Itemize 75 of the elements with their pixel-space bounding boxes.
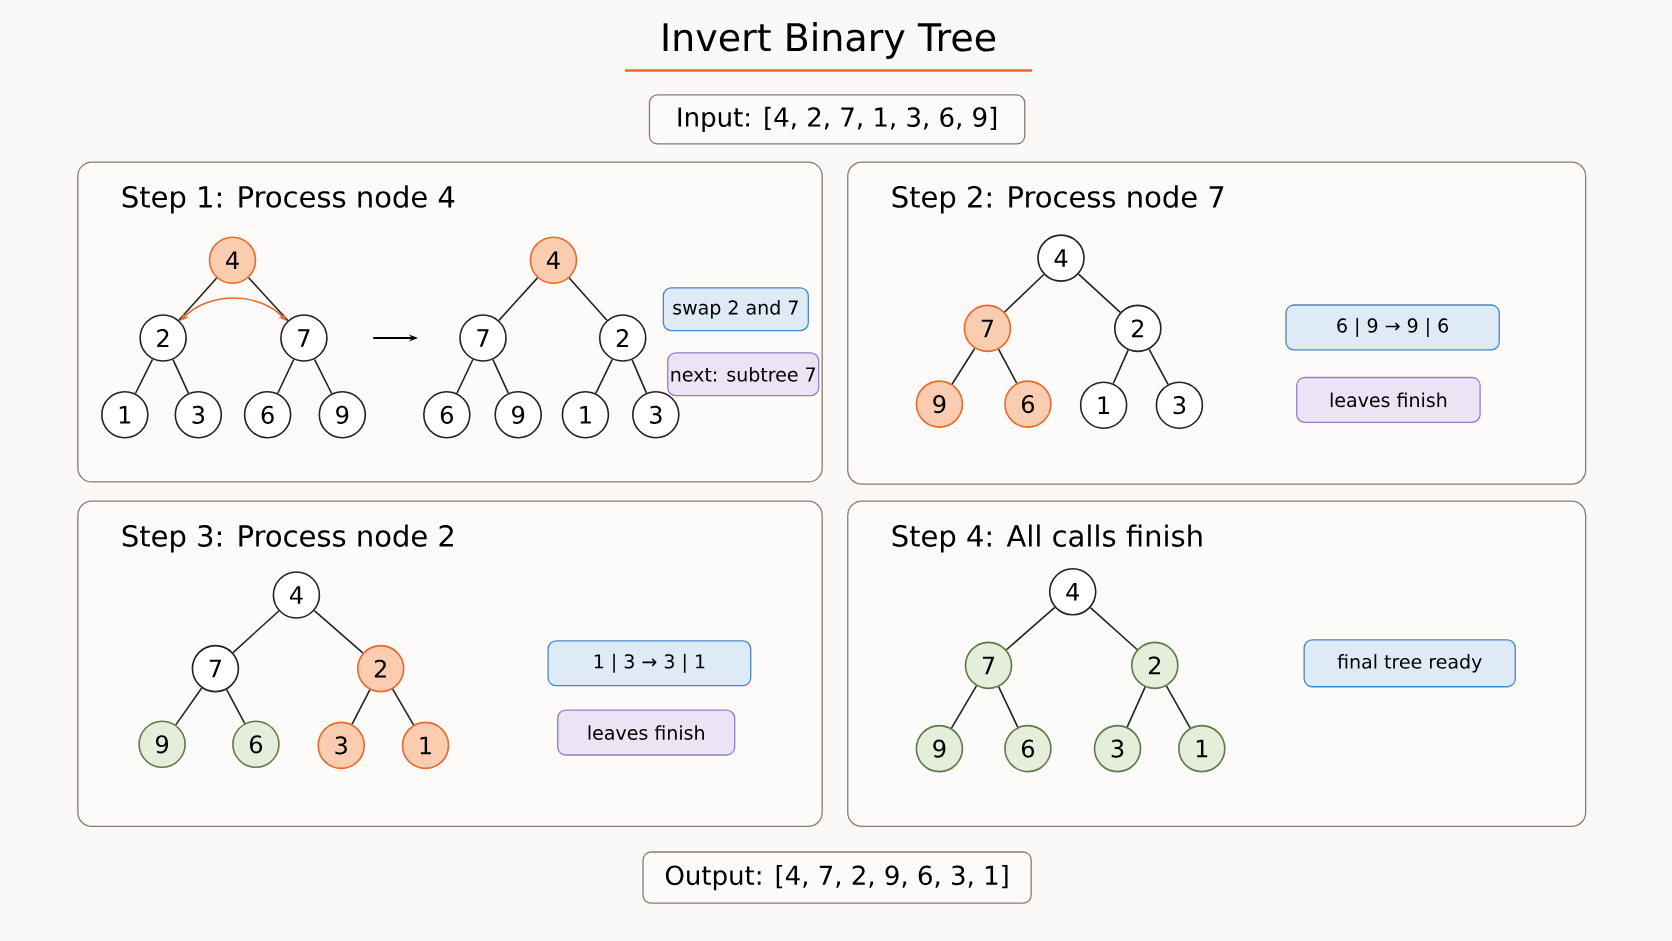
tree-node: 3 — [1093, 724, 1142, 773]
tree-node: 3 — [632, 391, 680, 439]
tree-edge — [313, 609, 364, 654]
tree-edge — [225, 688, 246, 725]
tree-node: 2 — [1131, 641, 1179, 690]
tree-edge — [1077, 273, 1122, 314]
tree-node: 2 — [139, 314, 187, 362]
tree-edge — [351, 688, 371, 726]
tree-edge — [997, 348, 1018, 384]
tree-node: 2 — [356, 644, 405, 693]
tree-node: 4 — [272, 571, 321, 619]
label-box: Output: [4, 7, 2, 9, 6, 3, 1] — [642, 851, 1032, 904]
tree-edge — [391, 688, 415, 726]
label-box: leaves finish — [1296, 376, 1481, 423]
tree-edge — [631, 359, 648, 394]
label-box: swap 2 and 7 — [662, 287, 809, 332]
tree-node: 6 — [1004, 724, 1052, 773]
tree-node: 4 — [529, 236, 578, 284]
tree-node: 4 — [208, 236, 257, 284]
tree-edge — [247, 276, 289, 322]
tree-edge — [1165, 685, 1191, 729]
tree-edge — [492, 358, 510, 394]
tree-node: 4 — [1048, 568, 1097, 616]
tree-edge — [175, 687, 203, 726]
tree-edge — [276, 358, 295, 395]
tree-edge — [1003, 273, 1045, 313]
tree-node: 6 — [243, 391, 292, 439]
tree-edge — [1148, 348, 1169, 386]
label-box: final tree ready — [1303, 639, 1516, 688]
tree-edge — [595, 358, 614, 395]
tree-node: 1 — [1178, 724, 1226, 773]
tree-node: 9 — [138, 720, 186, 769]
tree-node: 7 — [964, 641, 1013, 690]
tree-node: 3 — [1155, 381, 1204, 429]
tree-node: 1 — [1079, 381, 1128, 429]
tree-node: 7 — [191, 644, 240, 693]
tree-edge — [568, 277, 608, 322]
tree-node: 6 — [423, 391, 471, 439]
tree-node: 7 — [963, 304, 1012, 353]
tree-node: 9 — [494, 391, 542, 439]
tree-edge — [1089, 606, 1138, 651]
tree-edge — [456, 358, 474, 395]
tree-node: 6 — [1004, 380, 1052, 428]
label-box: 1 | 3 → 3 | 1 — [547, 640, 752, 687]
tree-node: 1 — [401, 721, 450, 770]
label-box: next: subtree 7 — [667, 352, 820, 397]
tree-edge — [950, 685, 978, 729]
tree-node: 9 — [318, 391, 367, 439]
tree-node: 3 — [317, 721, 365, 770]
tree-node: 1 — [101, 391, 149, 439]
label-box: 6 | 9 → 9 | 6 — [1285, 304, 1500, 351]
tree-node: 1 — [561, 391, 610, 439]
tree-edge — [1112, 349, 1129, 385]
tree-node: 3 — [174, 391, 223, 439]
label-box: Input: [4, 2, 7, 1, 3, 6, 9] — [648, 94, 1026, 145]
tree-edge — [1005, 606, 1056, 651]
tree-edge — [313, 358, 333, 395]
tree-node: 4 — [1037, 234, 1085, 282]
tree-edge — [172, 358, 190, 394]
tree-node: 2 — [598, 314, 647, 362]
tree-edge — [951, 347, 976, 385]
title: Invert Binary Tree — [663, 22, 996, 59]
tree-node: 6 — [232, 720, 280, 769]
tree-edge — [232, 610, 280, 654]
tree-edge — [134, 358, 154, 395]
tree-node: 9 — [915, 724, 964, 773]
label-box: leaves finish — [557, 709, 736, 756]
tree-edge — [997, 686, 1019, 728]
tree-node: 7 — [459, 314, 507, 362]
tree-edge — [178, 277, 218, 322]
tree-node: 7 — [280, 314, 328, 362]
tree-edge — [498, 277, 539, 322]
tree-node: 2 — [1114, 304, 1162, 353]
tree-node: 9 — [915, 380, 964, 428]
tree-edge — [1126, 686, 1146, 728]
